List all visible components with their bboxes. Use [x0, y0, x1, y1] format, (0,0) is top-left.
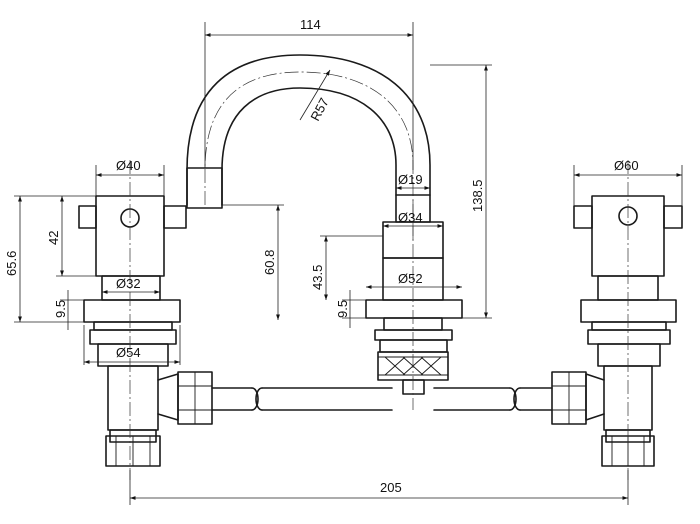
dim-spout-stem-dia: Ø34 [398, 210, 423, 225]
dim-outlet-height: 60.8 [262, 250, 277, 275]
dim-left-body-dia: Ø32 [116, 276, 141, 291]
dim-left-flange-height: 9.5 [53, 300, 68, 318]
dimension-lines [14, 22, 683, 505]
dim-spout-flange-height: 9.5 [335, 300, 350, 318]
dim-left-nut-dia: Ø54 [116, 345, 141, 360]
connecting-pipes [211, 387, 553, 411]
dim-spout-reach: 114 [300, 17, 321, 32]
dim-spout-outlet-dia: Ø19 [398, 172, 423, 187]
dim-right-handle-dia: Ø60 [614, 158, 639, 173]
dim-left-handle-dia: Ø40 [116, 158, 141, 173]
left-valve [78, 195, 213, 467]
dim-spout-base-dia: Ø52 [398, 271, 423, 286]
dimension-labels: 114 R57 Ø19 Ø34 Ø52 138.5 60.8 43.5 9.5 … [4, 17, 639, 495]
dim-spout-body-height: 43.5 [310, 265, 325, 290]
dim-left-overall-height: 65.6 [4, 251, 19, 276]
spout [186, 54, 463, 395]
dim-overall-height: 138.5 [470, 179, 485, 212]
dim-left-handle-height: 42 [46, 231, 61, 245]
right-valve [551, 195, 683, 467]
dim-spout-radius: R57 [307, 95, 331, 123]
dim-overall-width: 205 [380, 480, 402, 495]
centre-lines [129, 160, 629, 480]
